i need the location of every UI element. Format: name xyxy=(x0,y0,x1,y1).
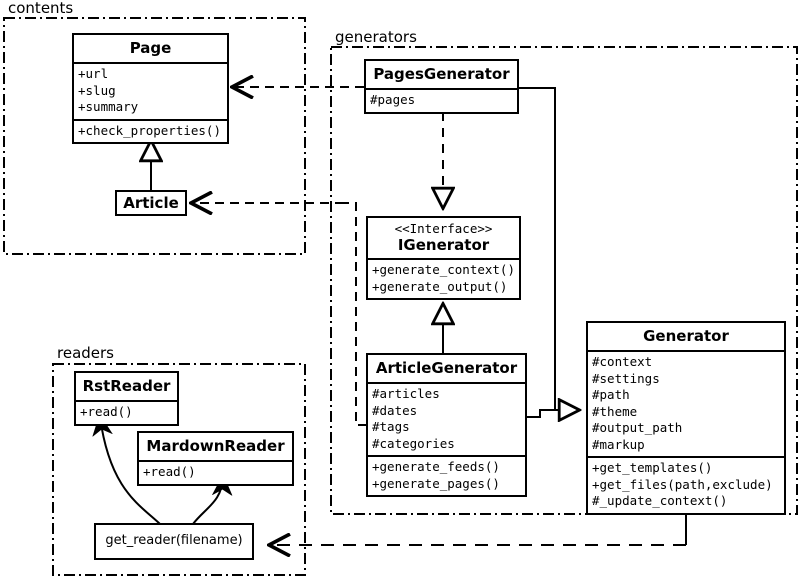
package-border-contents xyxy=(3,17,306,255)
attribute-row: #tags xyxy=(372,419,410,434)
attribute-row: +url xyxy=(78,66,109,81)
operation-row: +get_files(path,exclude) xyxy=(592,476,773,492)
class-box-article-generator[interactable]: ArticleGenerator #articles #dates #tags … xyxy=(366,353,527,497)
class-title-get-reader: get_reader(filename) xyxy=(105,533,243,549)
class-attributes-generator: #context #settings #path #theme #output_… xyxy=(588,350,784,456)
class-box-mardown-reader[interactable]: MardownReader +read() xyxy=(137,431,294,486)
attribute-row: #articles xyxy=(372,386,440,401)
package-label-readers: readers xyxy=(55,344,116,362)
class-operations-rst-reader: +read() xyxy=(76,400,177,424)
operation-row: #_update_context() xyxy=(592,493,728,508)
attribute-row: #context xyxy=(592,354,653,369)
class-box-page[interactable]: Page +url +slug +summary +check_properti… xyxy=(72,33,229,144)
operation-row: +generate_context() xyxy=(372,262,515,277)
class-title-page: Page xyxy=(129,39,172,57)
attribute-row: +summary xyxy=(78,99,139,114)
operation-row: +read() xyxy=(80,404,133,419)
class-operations-mardown-reader: +read() xyxy=(139,460,292,484)
operation-row: +generate_output() xyxy=(372,278,508,294)
class-box-pages-generator[interactable]: PagesGenerator #pages xyxy=(364,59,519,114)
operation-row: +read() xyxy=(143,464,196,479)
class-title-rst-reader: RstReader xyxy=(82,377,171,395)
class-attributes-article-generator: #articles #dates #tags #categories xyxy=(368,382,525,455)
class-header-igenerator: <<Interface>> IGenerator xyxy=(368,218,519,258)
class-title-article: Article xyxy=(123,193,179,212)
class-box-rst-reader[interactable]: RstReader +read() xyxy=(74,371,179,426)
attribute-row: #theme xyxy=(592,403,638,419)
class-box-get-reader[interactable]: get_reader(filename) xyxy=(94,523,254,560)
attribute-row: #markup xyxy=(592,436,645,452)
rel-getreader-creates-rstreader xyxy=(100,417,161,525)
class-title-mardown-reader: MardownReader xyxy=(146,437,285,455)
operation-row: +get_templates() xyxy=(592,460,713,475)
class-title-igenerator: IGenerator xyxy=(397,236,490,254)
operation-row: +check_properties() xyxy=(78,122,221,138)
operation-row: +generate_pages() xyxy=(372,475,500,491)
class-operations-article-generator: +generate_feeds() +generate_pages() xyxy=(368,455,525,495)
class-operations-generator: +get_templates() +get_files(path,exclude… xyxy=(588,456,784,513)
operation-row: +generate_feeds() xyxy=(372,459,500,474)
attribute-row: #pages xyxy=(370,92,416,107)
class-stereotype-igenerator: <<Interface>> xyxy=(394,221,493,236)
attribute-row: #categories xyxy=(372,435,455,451)
class-box-article[interactable]: Article xyxy=(115,190,187,216)
attribute-row: #path xyxy=(592,387,630,402)
class-operations-page: +check_properties() xyxy=(74,118,227,143)
package-border-generators xyxy=(330,46,798,515)
package-border-readers xyxy=(52,363,306,576)
attribute-row: #settings xyxy=(592,370,660,386)
rel-articlegenerator-uses-article xyxy=(344,202,367,426)
class-operations-igenerator: +generate_context() +generate_output() xyxy=(368,258,519,298)
attribute-row: +slug xyxy=(78,82,116,98)
attribute-row: #output_path xyxy=(592,420,683,435)
class-box-generator[interactable]: Generator #context #settings #path #them… xyxy=(586,321,786,515)
class-title-article-generator: ArticleGenerator xyxy=(375,359,518,377)
package-label-generators: generators xyxy=(333,28,419,46)
package-label-contents: contents xyxy=(6,0,76,17)
class-title-generator: Generator xyxy=(643,327,729,345)
attribute-row: #dates xyxy=(372,402,418,418)
class-attributes-pages-generator: #pages xyxy=(366,88,517,112)
class-title-pages-generator: PagesGenerator xyxy=(373,65,510,83)
class-box-igenerator[interactable]: <<Interface>> IGenerator +generate_conte… xyxy=(366,216,521,300)
rel-articlegenerator-inherits-generator xyxy=(527,409,563,418)
class-attributes-page: +url +slug +summary xyxy=(74,62,227,119)
